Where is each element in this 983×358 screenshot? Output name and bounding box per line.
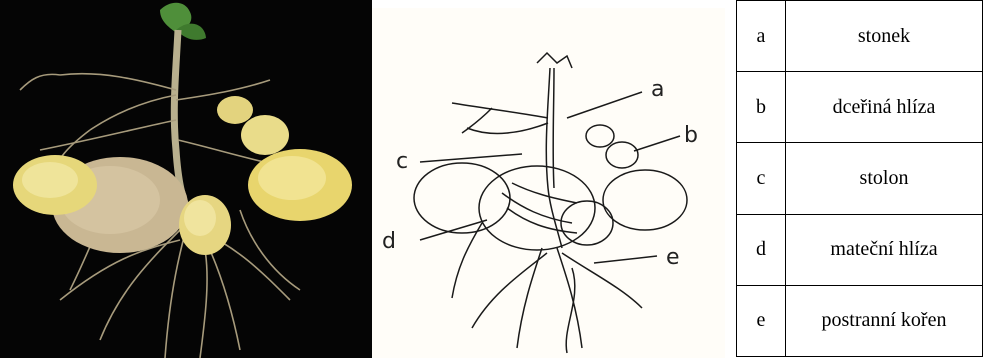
legend-key: d <box>737 214 786 285</box>
callout-e: e <box>666 245 680 270</box>
legend-row: b dceřiná hlíza <box>737 72 983 143</box>
legend-key: b <box>737 72 786 143</box>
legend-label: mateční hlíza <box>786 214 983 285</box>
potato-plant-photo-art <box>0 0 372 358</box>
legend-row: d mateční hlíza <box>737 214 983 285</box>
legend-row: c stolon <box>737 143 983 214</box>
potato-plant-photo <box>0 0 372 358</box>
legend-key: e <box>737 285 786 356</box>
callout-a: a <box>651 77 664 102</box>
legend-row: a stonek <box>737 1 983 72</box>
legend-label: dceřiná hlíza <box>786 72 983 143</box>
callout-c: c <box>396 149 408 174</box>
legend-label: postranní kořen <box>786 285 983 356</box>
legend-label: stolon <box>786 143 983 214</box>
legend-table: a stonek b dceřiná hlíza c stolon d mate… <box>736 0 983 357</box>
potato-plant-drawing: a b c d e <box>372 8 725 358</box>
legend-key: a <box>737 1 786 72</box>
callout-b: b <box>684 123 698 148</box>
legend-label: stonek <box>786 1 983 72</box>
callout-d: d <box>382 229 396 254</box>
legend-row: e postranní kořen <box>737 285 983 356</box>
potato-plant-drawing-art: a b c d e <box>372 8 725 358</box>
legend-key: c <box>737 143 786 214</box>
legend-body: a stonek b dceřiná hlíza c stolon d mate… <box>737 1 983 357</box>
